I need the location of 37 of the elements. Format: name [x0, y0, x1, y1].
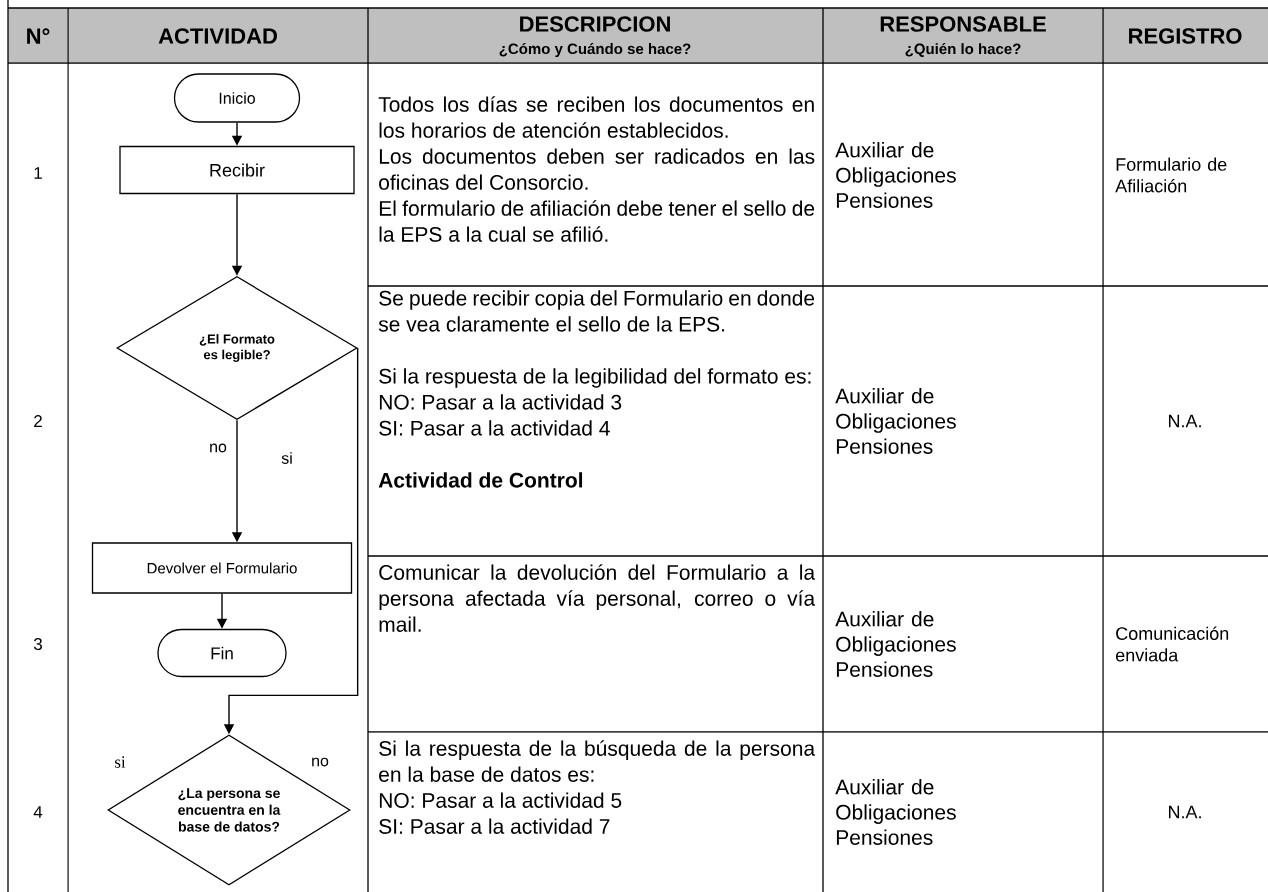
edge-label: no	[210, 443, 227, 453]
description-text: El formulario de afiliación debe tener el sello de la EPS a la cual se afilió.	[379, 200, 815, 242]
column-subheader: ¿Quién lo hace?	[905, 43, 1021, 57]
responsible-text: Auxiliar de Obligaciones Pensiones	[835, 779, 956, 845]
record-text: N.A.	[1169, 414, 1201, 428]
description-text: Comunicar la devolución del Formulario a la persona afectada vía personal, correo o vía mail.	[379, 564, 816, 632]
description-text: Todos los días se reciben los documentos en los horarios de atención establecidos.	[378, 96, 814, 138]
record-text: Formulario de Afiliación	[1115, 157, 1227, 193]
column-header: ACTIVIDAD	[158, 28, 277, 44]
row-number: 1	[34, 167, 42, 179]
description-text: Actividad de Control	[378, 472, 583, 488]
responsible-text: Auxiliar de Obligaciones Pensiones	[835, 611, 956, 677]
responsible-text: Auxiliar de Obligaciones Pensiones	[835, 388, 956, 454]
process-box: Devolver el Formulario	[91, 542, 353, 594]
row-number: 4	[33, 806, 43, 818]
column-subheader: ¿Cómo y Cuándo se hace?	[499, 42, 691, 58]
description-text: NO: Pasar a la actividad 5	[379, 792, 622, 808]
edge-label: si	[281, 452, 292, 464]
column-header: REGISTRO	[1129, 28, 1242, 44]
responsible-text: Auxiliar de Obligaciones Pensiones	[835, 142, 956, 208]
description-text: NO: Pasar a la actividad 3	[379, 394, 622, 410]
column-header: RESPONSABLE	[880, 16, 1046, 32]
description-text: Los documentos deben ser radicados en las oficinas del Consorcio.	[379, 148, 815, 190]
column-header: N°	[27, 28, 50, 44]
description-text: Si la respuesta de la legibilidad del formato es:	[379, 368, 811, 388]
column-header: DESCRIPCION	[520, 16, 670, 32]
description-text: SI: Pasar a la actividad 4	[379, 420, 610, 436]
record-text: N.A.	[1169, 805, 1201, 819]
row-number: 2	[34, 415, 42, 427]
description-text: SI: Pasar a la actividad 7	[379, 818, 610, 834]
branch-label: no	[312, 757, 329, 767]
row-number: 3	[33, 638, 42, 651]
description-text: Se puede recibir copia del Formulario en donde se vea claramente el sello de la EPS.	[378, 290, 815, 332]
process-box: Recibir	[119, 145, 355, 195]
description-text: Si la respuesta de la búsqueda de la persona en la base de datos es:	[379, 740, 816, 782]
record-text: Comunicación enviada	[1116, 626, 1229, 662]
branch-label: si	[115, 756, 126, 768]
